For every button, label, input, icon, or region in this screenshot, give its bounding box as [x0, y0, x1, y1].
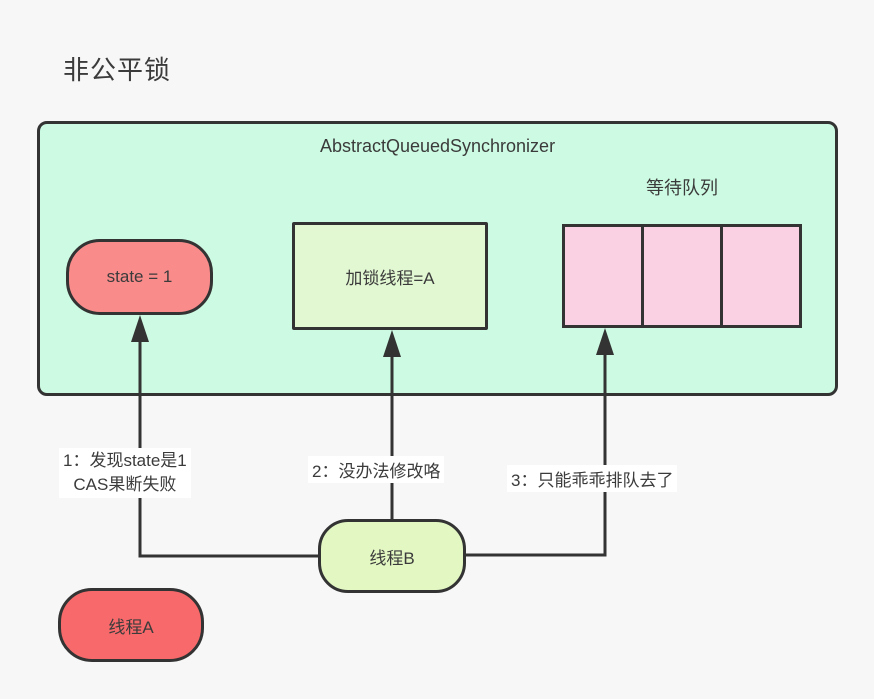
annotation-step1-line2: CAS果断失败: [73, 475, 177, 494]
thread-b-pill: 线程B: [318, 519, 466, 593]
annotation-step1: 1：发现state是1 CAS果断失败: [59, 448, 191, 498]
thread-a-label: 线程A: [108, 617, 154, 637]
thread-a-pill: 线程A: [58, 588, 204, 662]
annotation-step1-line1: 1：发现state是1: [63, 451, 187, 470]
diagram-title: 非公平锁: [63, 55, 172, 85]
lock-thread-label: 加锁线程=A: [345, 268, 435, 288]
state-pill-label: state = 1: [106, 267, 173, 286]
wait-queue-cell: [641, 224, 723, 328]
aqs-container: AbstractQueuedSynchronizer state = 1 加锁线…: [37, 121, 838, 396]
thread-b-label: 线程B: [369, 548, 415, 568]
lock-thread-box: 加锁线程=A: [292, 222, 488, 330]
state-pill: state = 1: [66, 239, 213, 315]
wait-queue-cell: [562, 224, 644, 328]
wait-queue-label: 等待队列: [646, 178, 718, 198]
annotation-step2: 2：没办法修改咯: [308, 456, 445, 483]
annotation-step3: 3：只能乖乖排队去了: [507, 465, 678, 492]
wait-queue-cell: [720, 224, 802, 328]
aqs-label: AbstractQueuedSynchronizer: [319, 136, 556, 156]
wait-queue: [562, 224, 802, 328]
